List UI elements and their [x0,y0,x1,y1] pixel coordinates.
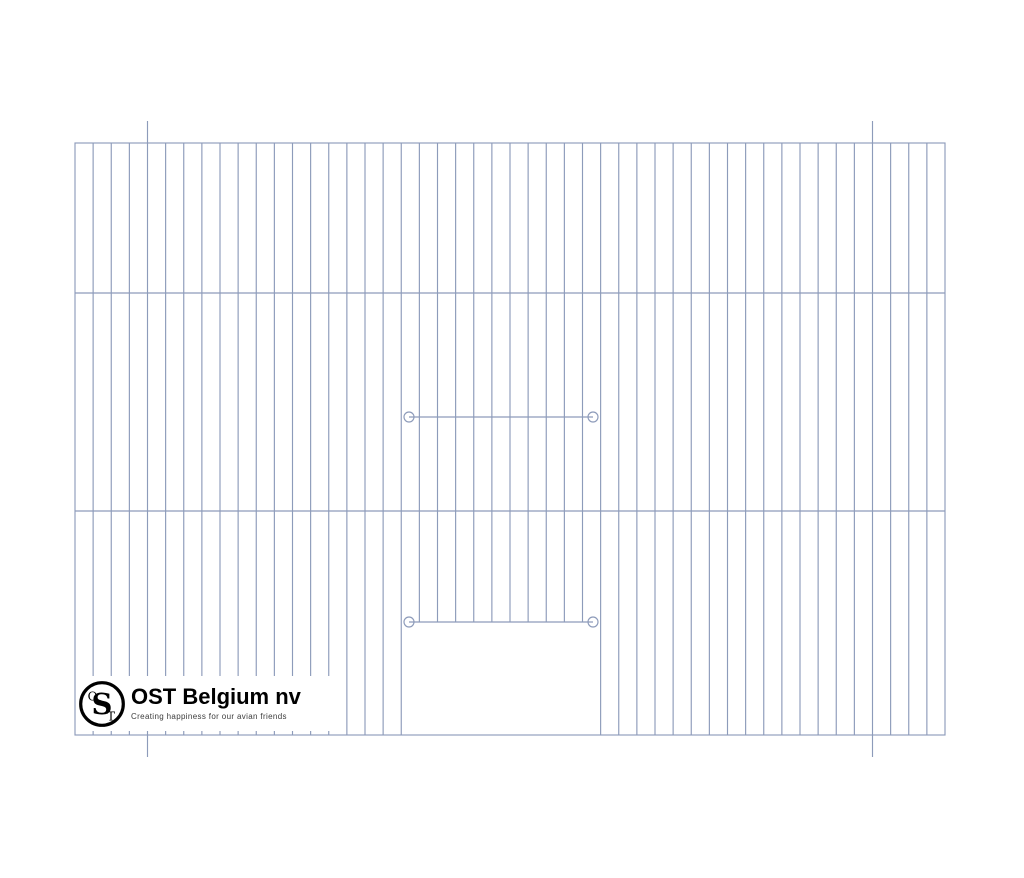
brand-text-group: OST Belgium nv Creating happiness for ou… [131,684,301,722]
door-hook-loop [403,616,415,628]
ost-logo-icon: O S T [79,680,125,727]
brand-tagline: Creating happiness for our avian friends [131,712,287,721]
wire-group [74,121,946,757]
brand-logo-block: O S T OST Belgium nv Creating happiness … [77,676,336,731]
logo-ring [79,680,125,727]
door-hook-loop [587,616,599,628]
logo-letter-s: S [92,687,113,721]
logo-letter-o: O [88,689,98,703]
brand-name: OST Belgium nv [131,684,301,709]
door-hook-loop [587,411,599,423]
door-hook-loop [403,411,415,423]
logo-letter-t: T [107,709,115,723]
